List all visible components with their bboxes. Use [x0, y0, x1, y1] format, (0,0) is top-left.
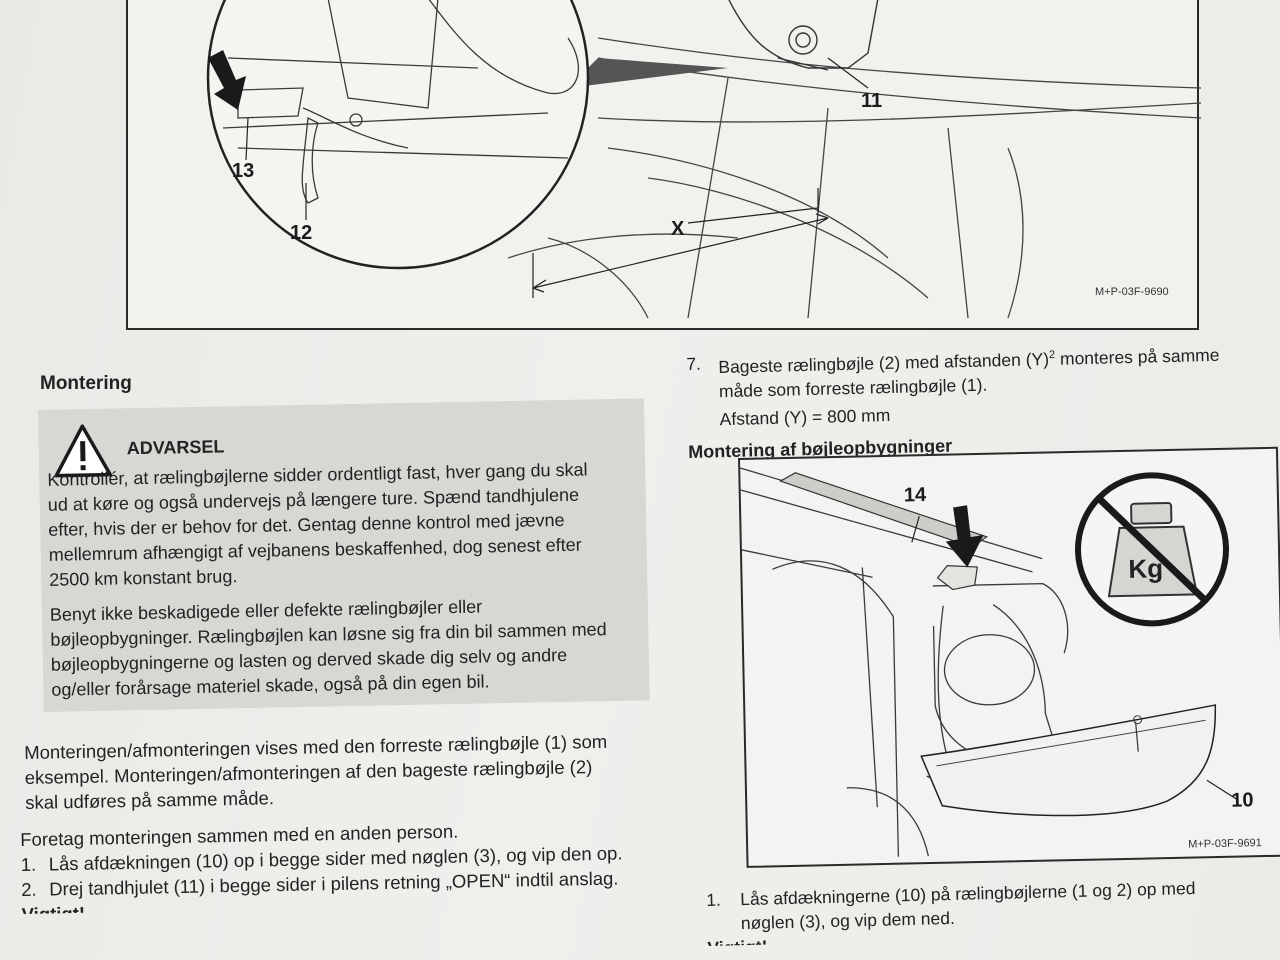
- instructions: Foretag monteringen sammen med en anden …: [20, 815, 662, 914]
- callout-10: 10: [1231, 789, 1254, 812]
- figure-right-code: M+P-03F-9691: [1188, 837, 1262, 851]
- figure-top-code: M+P-03F-9690: [1095, 286, 1169, 298]
- callout-14: 14: [903, 484, 927, 507]
- step-number: 1.: [706, 889, 722, 910]
- step-number: 2.: [20, 878, 37, 900]
- step7-text: monteres på samme: [1054, 344, 1220, 369]
- step-number: 7.: [686, 353, 702, 374]
- step-number: 1.: [20, 853, 37, 875]
- callout-11: 11: [861, 90, 883, 112]
- warning-paragraph-1: Kontrollér, at rælingbøjlerne sidder ord…: [47, 457, 639, 593]
- callout-13: 13: [232, 160, 255, 182]
- figure-right: Kg 14 10 M+P-03F-9691: [738, 446, 1280, 868]
- warning-title: ADVARSEL: [126, 436, 225, 459]
- callout-12: 12: [290, 222, 313, 244]
- warning-box: ADVARSEL Kontrollér, at rælingbøjlerne s…: [38, 398, 650, 712]
- warning-triangle-icon: [52, 423, 113, 485]
- step-7: 7. Bageste rælingbøjle (2) med afstanden…: [686, 338, 1278, 432]
- figure-right-drawing: [740, 467, 1238, 857]
- callout-x: X: [671, 218, 685, 240]
- weight-label: Kg: [1128, 553, 1164, 584]
- heading-montering: Montering: [40, 373, 132, 394]
- figure-top-drawing: [206, 0, 1201, 319]
- figure-top: 11 13 12 X M+P-03F-9690: [126, 0, 1201, 330]
- right-steps: 1. Lås afdækningerne (10) på rælingbøjle…: [706, 874, 1277, 946]
- warning-paragraph-2: Benyt ikke beskadigede eller defekte ræl…: [50, 591, 642, 702]
- intro-paragraph: Monteringen/afmonteringen vises med den …: [24, 728, 665, 815]
